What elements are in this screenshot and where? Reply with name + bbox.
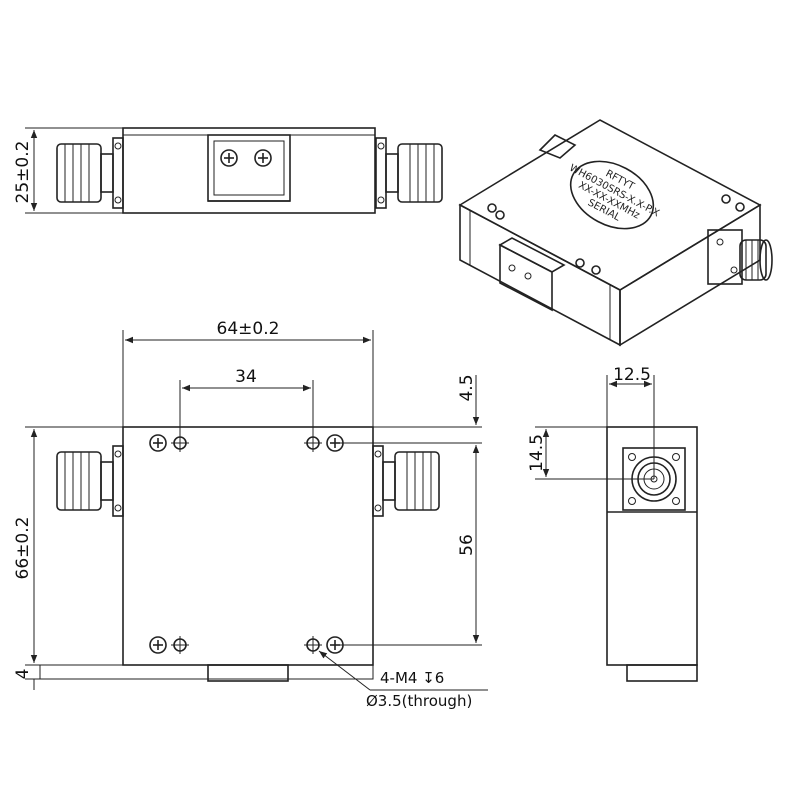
dim-connector-offset-x: 12.5 [613, 365, 651, 385]
dim-connector-offset-y: 14.5 [527, 434, 547, 472]
dim-base-thickness: 4 [13, 669, 33, 680]
sma-connector-left-icon [56, 137, 124, 209]
mount-hole-icon [303, 433, 323, 453]
thread-note: 4-M4 ↧6 [380, 669, 444, 687]
sma-connector-left-icon [56, 445, 124, 517]
screw-icon [149, 636, 167, 654]
isometric-view: RFTYT WH6030SRS-X.X-P.X XX-XX-XXMHz SERI… [458, 119, 773, 347]
screw-icon [220, 149, 238, 167]
side-view: 12.5 14.5 [527, 365, 698, 682]
screw-icon [149, 434, 167, 452]
sma-connector-right-icon [375, 137, 443, 209]
dim-hole-spacing-x: 34 [235, 367, 257, 387]
through-hole-note: Ø3.5(through) [366, 692, 472, 710]
mount-hole-icon [170, 635, 190, 655]
screw-icon [254, 149, 272, 167]
dim-width-front: 64±0.2 [217, 319, 280, 339]
top-view: 25±0.2 [13, 127, 443, 214]
dim-height-front: 66±0.2 [13, 517, 33, 580]
sma-connector-right-icon [372, 445, 440, 517]
dim-height-top-view: 25±0.2 [13, 141, 33, 204]
dim-hole-spacing-y: 56 [457, 534, 477, 556]
dim-edge-offset-top: 4.5 [457, 374, 477, 401]
front-view: 64±0.2 34 4.5 56 66±0.2 4 4-M4 ↧6 Ø3.5(t… [13, 319, 488, 710]
mount-hole-icon [170, 433, 190, 453]
